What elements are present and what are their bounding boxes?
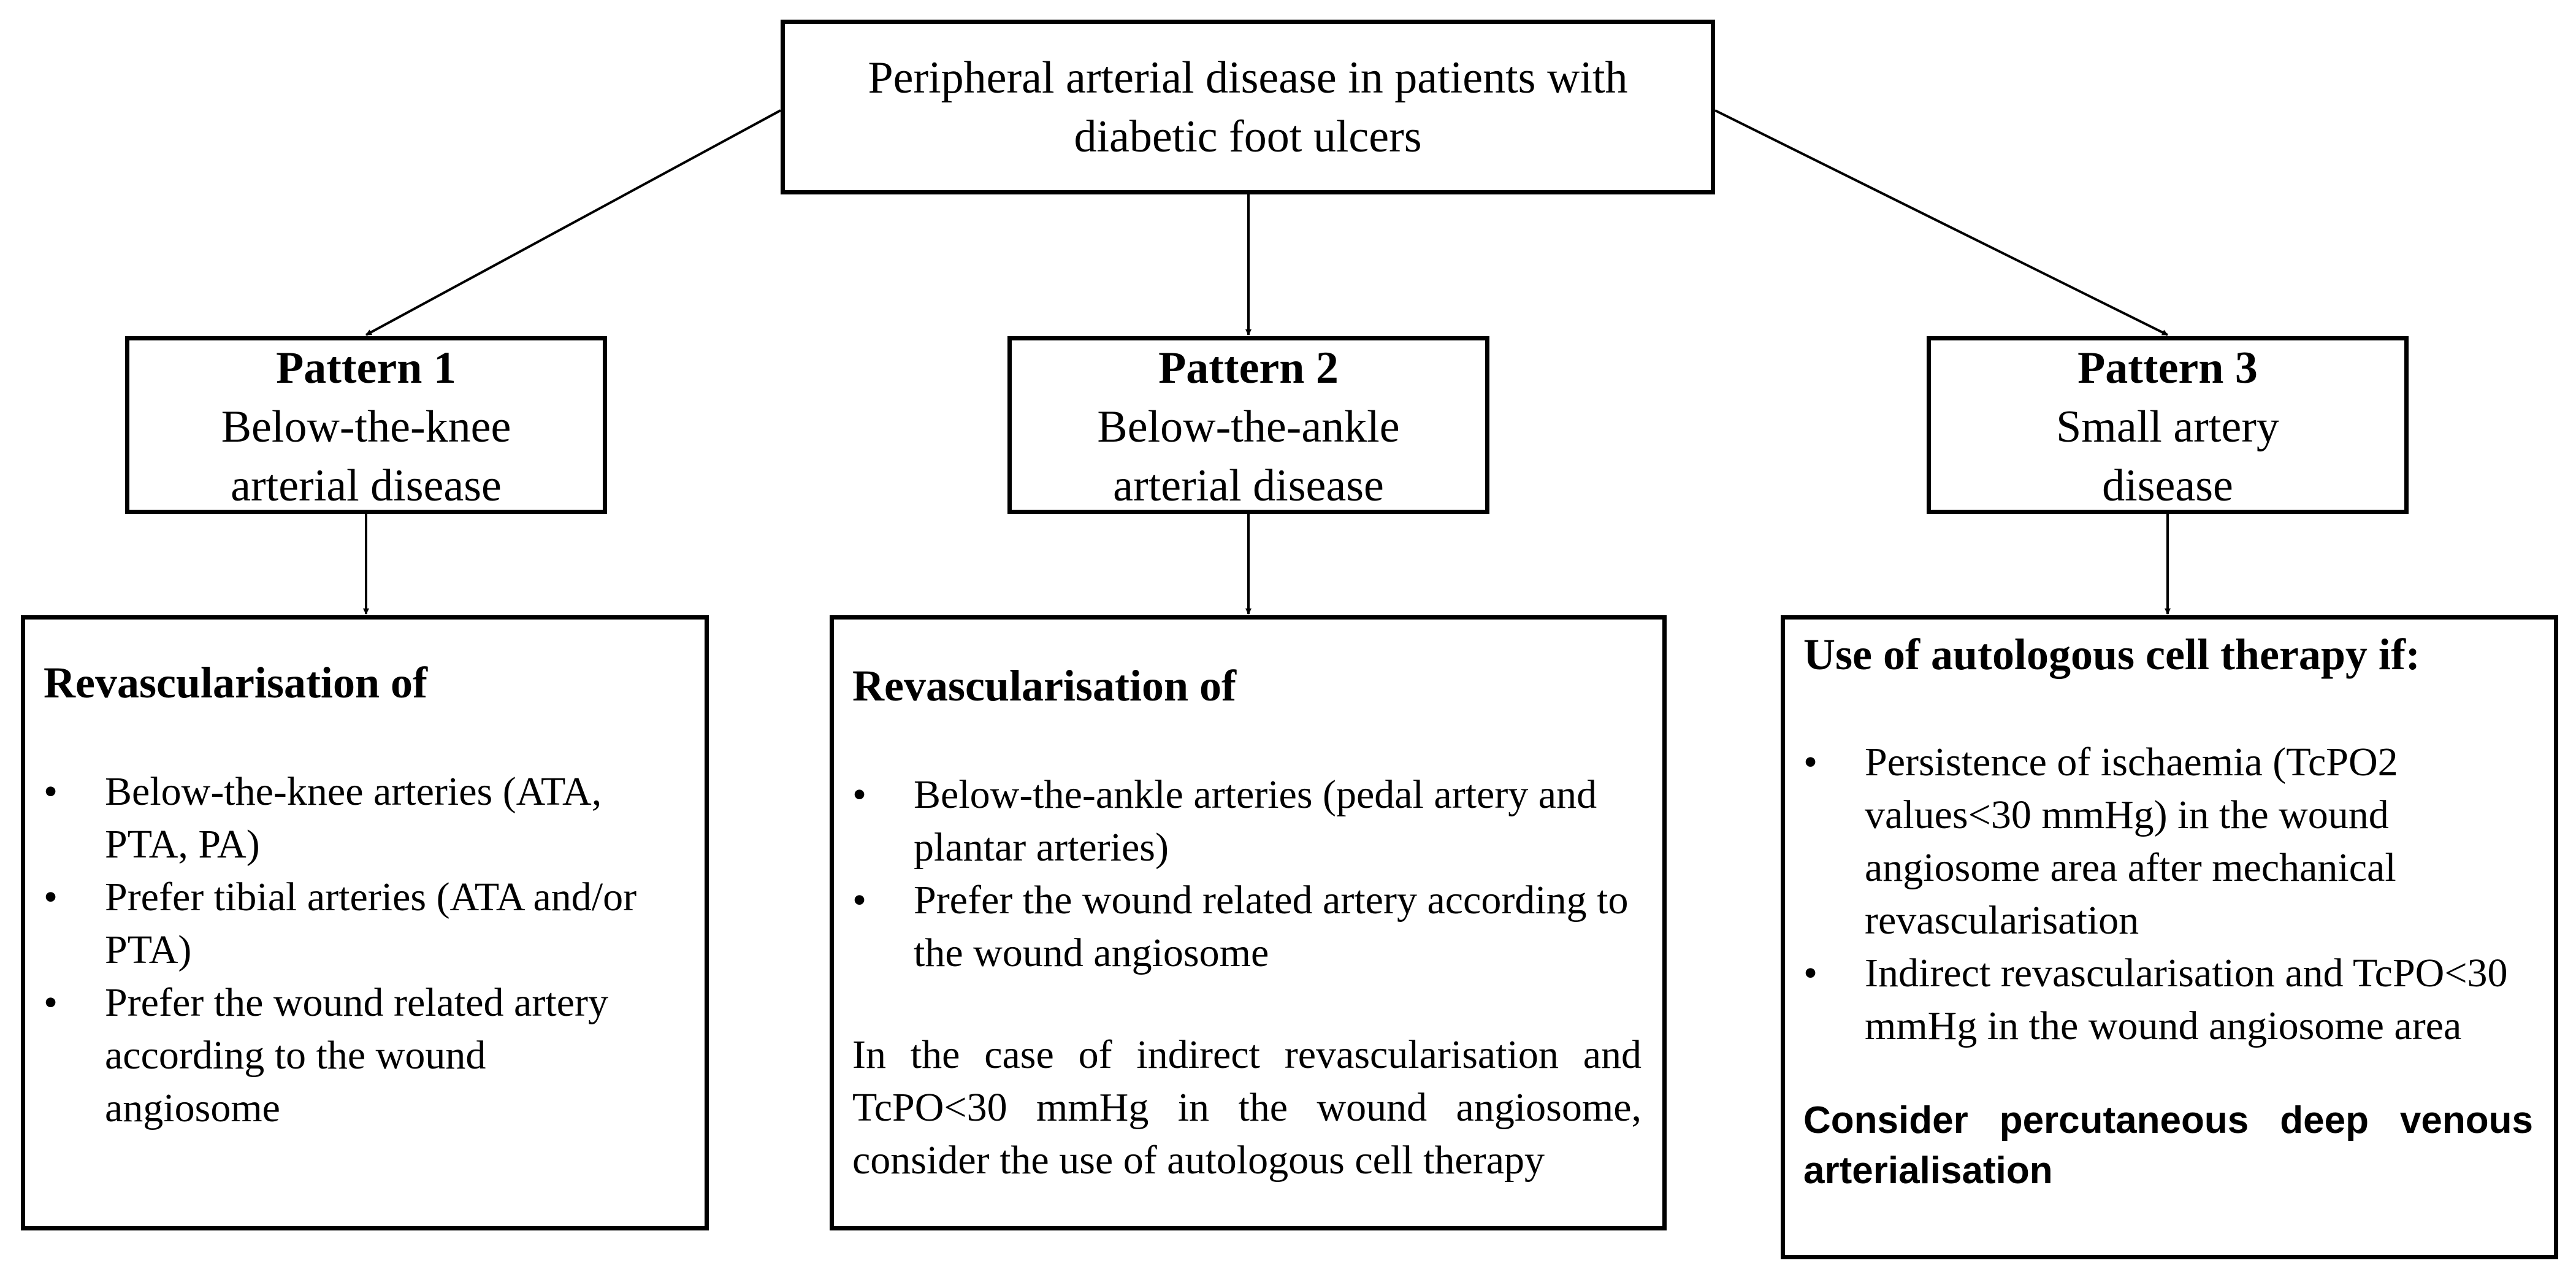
pattern-2-box: Pattern 2 Below-the-ankle arterial disea… [1007, 336, 1489, 514]
pattern-2-treatment-list: • Below-the-ankle arteries (pedal artery … [852, 769, 1642, 980]
list-item-text: Prefer tibial arteries (ATA and/or PTA) [105, 875, 637, 972]
pattern-1-title: Pattern 1 [276, 343, 456, 393]
pattern-2-title: Pattern 2 [1158, 343, 1339, 393]
pattern-3-line-1: Small artery [2056, 402, 2279, 452]
pattern-2-line-2: arterial disease [1113, 461, 1384, 511]
pattern-1-line-1: Below-the-knee [221, 402, 511, 452]
pattern-3-treatment-note: Consider percutaneous deep venous arteri… [1803, 1099, 2533, 1192]
pattern-2-line-1: Below-the-ankle [1097, 402, 1400, 452]
pattern-3-title: Pattern 3 [2077, 343, 2258, 393]
pattern-3-treatment-box: Use of autologous cell therapy if: • Pers… [1781, 615, 2558, 1259]
pattern-1-box: Pattern 1 Below-the-knee arterial diseas… [125, 336, 607, 514]
list-item-text: Below-the-ankle arteries (pedal artery a… [914, 772, 1597, 870]
list-item: • Indirect revascularisation and TcPO<30 … [1803, 947, 2515, 1053]
list-item-text: Prefer the wound related artery accordin… [105, 980, 608, 1130]
list-item: • Below-the-knee arteries (ATA, PTA, PA) [44, 766, 647, 871]
root-line-2: diabetic foot ulcers [1074, 111, 1422, 162]
pattern-3-treatment-list: • Persistence of ischaemia (TcPO2 values<… [1803, 736, 2533, 1053]
pattern-1-treatment-list: •Below-the-knee arteries (ATA, PTA, PA) … [44, 766, 684, 1135]
pattern-2-treatment-box: Revascularisation of • Below-the-ankle ar… [830, 615, 1667, 1230]
bullet-icon: • [852, 878, 867, 923]
bullet-icon: • [44, 980, 58, 1025]
bullet-icon: • [1803, 951, 1818, 996]
pattern-1-treatment-heading: Revascularisation of [44, 658, 427, 707]
list-item: • Prefer tibial arteries (ATA and/or PTA) [44, 871, 647, 977]
arrow-root-to-pattern-1 [365, 109, 781, 336]
root-line-1: Peripheral arterial disease in patients … [868, 52, 1628, 103]
list-item-text: Indirect revascularisation and TcPO<30 m… [1865, 951, 2508, 1048]
pattern-3-line-2: disease [2102, 461, 2233, 511]
list-item: • Prefer the wound related artery accordi… [44, 977, 647, 1135]
bullet-icon: • [44, 769, 58, 814]
root-box: Peripheral arterial disease in patients … [781, 20, 1715, 194]
list-item-text: Below-the-knee arteries (ATA, PTA, PA) [105, 769, 602, 867]
pattern-2-treatment-heading: Revascularisation of [852, 661, 1236, 710]
pattern-3-treatment-heading: Use of autologous cell therapy if: [1803, 630, 2420, 679]
bullet-icon: • [852, 772, 867, 817]
list-item: • Persistence of ischaemia (TcPO2 values<… [1803, 736, 2515, 947]
arrow-root-to-pattern-3 [1714, 109, 2168, 336]
list-item-text: Persistence of ischaemia (TcPO2 values<3… [1865, 740, 2398, 943]
list-item-text: Prefer the wound related artery accordin… [914, 878, 1629, 975]
bullet-icon: • [44, 875, 58, 919]
pattern-2-treatment-note: In the case of indirect revascularisatio… [852, 1032, 1642, 1183]
bullet-icon: • [1803, 740, 1818, 785]
pattern-1-line-2: arterial disease [231, 461, 502, 511]
pattern-1-treatment-box: Revascularisation of • Below-the-knee art… [21, 615, 709, 1230]
pattern-3-box: Pattern 3 Small artery disease [1927, 336, 2409, 514]
list-item: • Below-the-ankle arteries (pedal artery … [852, 769, 1635, 874]
list-item: • Prefer the wound related artery accordi… [852, 874, 1635, 980]
